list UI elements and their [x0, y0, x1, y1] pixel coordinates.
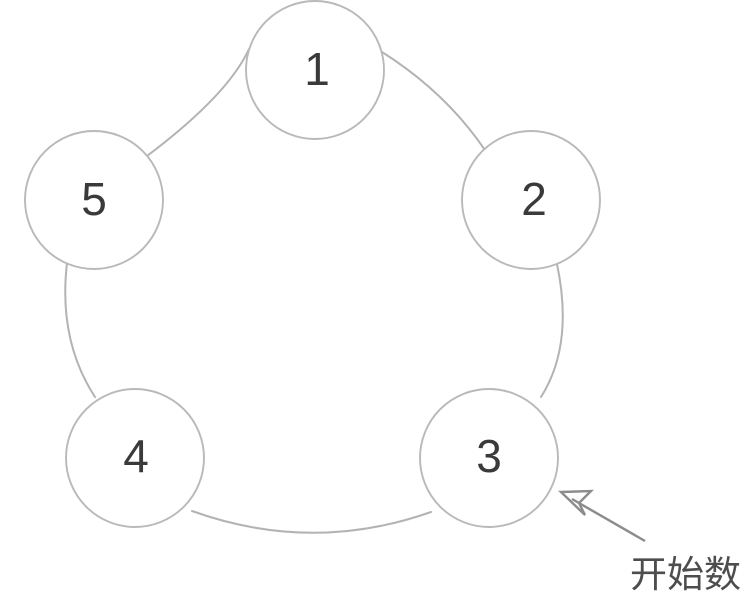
start-count-annotation: 开始数	[558, 489, 741, 596]
ring-arc-layer	[64, 48, 564, 534]
node-5[interactable]: 5	[24, 130, 164, 270]
arc-3-to-4	[191, 510, 432, 534]
node-3-outline[interactable]	[419, 388, 559, 528]
node-5-label: 5	[81, 173, 107, 225]
arc-2-to-3	[540, 263, 564, 398]
annotation-arrow-shaft	[571, 497, 646, 543]
node-5-outline[interactable]	[24, 130, 164, 270]
node-2-label: 2	[521, 173, 547, 225]
annotation-label: 开始数	[630, 553, 741, 596]
node-2[interactable]: 2	[461, 130, 601, 270]
node-4-outline[interactable]	[65, 388, 205, 528]
node-2-outline[interactable]	[461, 130, 601, 270]
annotation-arrow-head-icon	[558, 489, 594, 516]
arc-1-to-2	[381, 51, 488, 154]
node-3-label: 3	[476, 430, 502, 482]
node-4[interactable]: 4	[65, 388, 205, 528]
node-3[interactable]: 3	[419, 388, 559, 528]
arc-4-to-5	[64, 262, 96, 398]
node-4-label: 4	[123, 430, 149, 482]
arc-5-to-1	[146, 48, 250, 157]
node-1-outline[interactable]	[245, 0, 385, 140]
node-1[interactable]: 1	[245, 0, 385, 140]
node-1-label: 1	[304, 43, 330, 95]
node-layer: 1 2 3 4 5	[24, 0, 601, 528]
